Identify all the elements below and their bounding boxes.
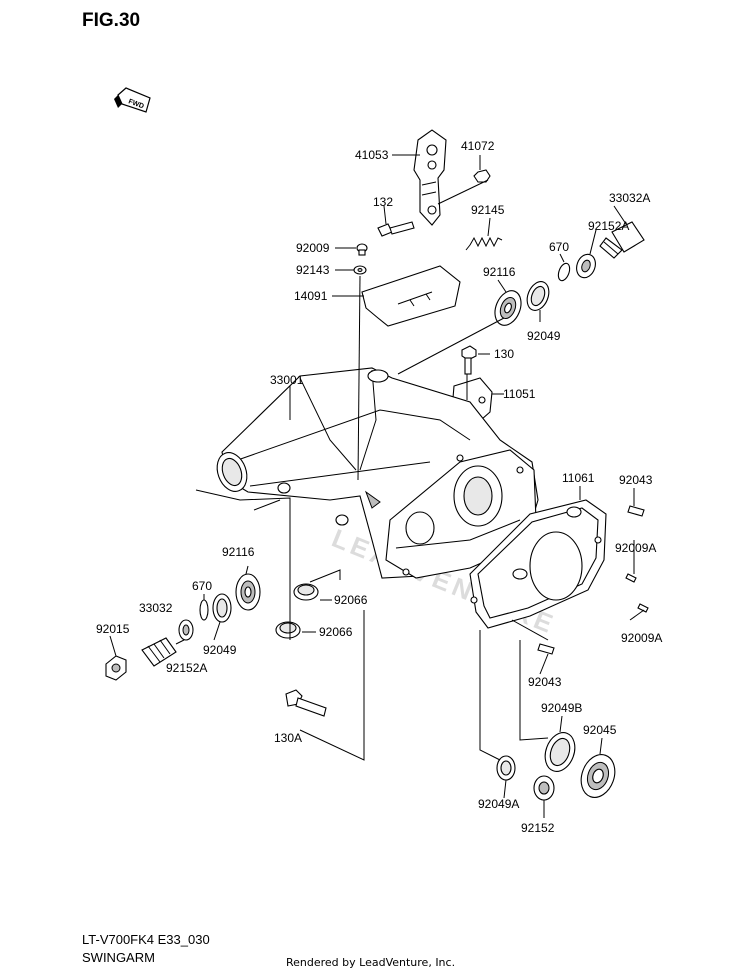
label-92043-low[interactable]: 92043	[528, 675, 562, 689]
dowel-pin-92043-top[interactable]	[627, 505, 645, 517]
spring-92145[interactable]	[465, 236, 503, 251]
label-92066-a[interactable]: 92066	[334, 593, 368, 607]
label-92009[interactable]: 92009	[296, 241, 330, 255]
oil-seal-92049B[interactable]	[540, 728, 580, 775]
washer-92152A-low[interactable]	[178, 619, 194, 641]
label-14091[interactable]: 14091	[294, 289, 328, 303]
label-92143[interactable]: 92143	[296, 263, 330, 277]
bearing-92116-top[interactable]	[490, 287, 526, 329]
label-92009A-low[interactable]: 92009A	[621, 631, 662, 645]
cover-plate-14091[interactable]	[361, 265, 461, 327]
label-92152A-top[interactable]: 92152A	[588, 219, 629, 233]
cap-92066-a[interactable]	[293, 583, 319, 601]
label-41072[interactable]: 41072	[461, 139, 495, 153]
bearing-92116-low[interactable]	[235, 573, 261, 611]
screw-92009[interactable]	[356, 243, 368, 256]
screw-92009A-top[interactable]	[625, 573, 637, 583]
bearing-92152[interactable]	[533, 775, 555, 801]
fitting-33032[interactable]	[141, 637, 177, 667]
cap-92066-b[interactable]	[275, 621, 301, 639]
label-132[interactable]: 132	[373, 195, 393, 209]
label-92116-top[interactable]: 92116	[483, 265, 516, 279]
label-92009A-top[interactable]: 92009A	[615, 541, 656, 555]
label-92049A[interactable]: 92049A	[478, 797, 519, 811]
oil-seal-92049A[interactable]	[496, 755, 516, 781]
label-92145[interactable]: 92145	[471, 203, 505, 217]
label-92045[interactable]: 92045	[583, 723, 617, 737]
label-92043-top[interactable]: 92043	[619, 473, 653, 487]
label-92015[interactable]: 92015	[96, 622, 130, 636]
figure-title: FIG.30	[82, 10, 140, 31]
label-11051[interactable]: 11051	[503, 387, 536, 401]
screw-92009A-low[interactable]	[637, 603, 649, 613]
part-labels: 41053 41072 132 92145 33032A 92152A 670 …	[96, 139, 662, 835]
bolt-130A[interactable]	[285, 689, 327, 717]
lever-bracket-41053[interactable]	[413, 129, 447, 226]
gasket-11061[interactable]	[469, 499, 607, 629]
washer-92143[interactable]	[353, 265, 367, 275]
label-130A[interactable]: 130A	[274, 731, 302, 745]
label-33001[interactable]: 33001	[270, 373, 304, 387]
label-92116-low[interactable]: 92116	[222, 545, 255, 559]
label-92152A-low[interactable]: 92152A	[166, 661, 207, 675]
model-code: LT-V700FK4 E33_030	[82, 932, 210, 947]
bolt-132[interactable]	[377, 221, 415, 237]
oil-seal-92049-top[interactable]	[523, 278, 553, 313]
label-92066-b[interactable]: 92066	[319, 625, 353, 639]
label-41053[interactable]: 41053	[355, 148, 389, 162]
oil-seal-92049-low[interactable]	[212, 593, 232, 623]
label-33032A[interactable]: 33032A	[609, 191, 650, 205]
rendered-by-credit: Rendered by LeadVenture, Inc.	[286, 956, 455, 969]
leader-lines	[109, 154, 645, 818]
nut-41072[interactable]	[473, 169, 491, 183]
nut-92015[interactable]	[105, 655, 127, 681]
washer-92152A-top[interactable]	[573, 252, 598, 281]
swingarm-housing-33001[interactable]	[212, 367, 539, 579]
dowel-pin-92043-low[interactable]	[537, 643, 555, 655]
label-670-top[interactable]: 670	[549, 240, 569, 254]
label-11061[interactable]: 11061	[562, 471, 595, 485]
breather-fitting-33032A[interactable]	[599, 221, 645, 259]
bolt-130[interactable]	[461, 345, 477, 375]
label-670-low[interactable]: 670	[192, 579, 212, 593]
label-92049-top[interactable]: 92049	[527, 329, 561, 343]
forward-direction-icon: FWD	[114, 87, 151, 113]
label-92049B[interactable]: 92049B	[541, 701, 582, 715]
o-ring-670-low[interactable]	[199, 599, 209, 621]
o-ring-670-top[interactable]	[556, 262, 572, 282]
label-92049-low[interactable]: 92049	[203, 643, 237, 657]
label-92152[interactable]: 92152	[521, 821, 555, 835]
label-33032[interactable]: 33032	[139, 601, 173, 615]
label-130[interactable]: 130	[494, 347, 514, 361]
group-name: SWINGARM	[82, 950, 155, 965]
bearing-92045[interactable]	[575, 750, 620, 802]
